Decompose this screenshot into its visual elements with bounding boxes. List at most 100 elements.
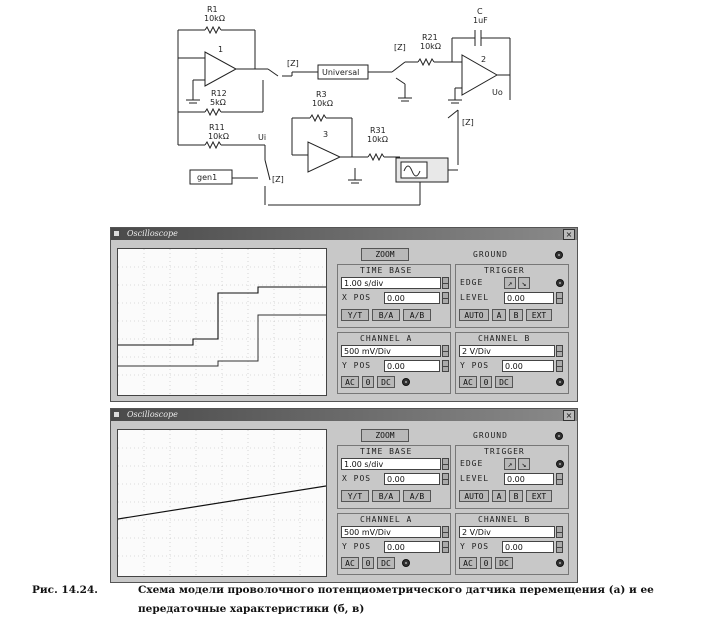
channel-a-scale-field[interactable]: 500 mV/Div <box>341 345 441 357</box>
x-pos-label: X POS <box>342 474 372 483</box>
channel-b-ypos-label: Y POS <box>460 542 490 551</box>
channel-b-scale-spinner[interactable] <box>556 526 563 538</box>
trigger-auto-button[interactable]: AUTO <box>459 309 489 321</box>
channel-a-ypos-field[interactable]: 0.00 <box>384 360 440 372</box>
level-spinner[interactable] <box>556 473 563 485</box>
scope-screen <box>117 429 327 577</box>
close-button[interactable]: × <box>563 229 575 240</box>
channel-a-ypos-spinner[interactable] <box>442 360 449 372</box>
channel-a-ac-button[interactable]: AC <box>341 557 359 569</box>
trigger-b-button[interactable]: B <box>509 490 523 502</box>
channel-b-scale-field[interactable]: 2 V/Div <box>459 526 555 538</box>
time-base-label: TIME BASE <box>360 447 413 456</box>
channel-b-ac-button[interactable]: AC <box>459 376 477 388</box>
label-r3-value: 10kΩ <box>312 99 333 108</box>
time-base-spinner[interactable] <box>442 458 449 470</box>
zoom-button[interactable]: ZOOM <box>361 248 409 261</box>
channel-a-zero-button[interactable]: 0 <box>362 557 374 569</box>
mode-yt-button[interactable]: Y/T <box>341 490 369 502</box>
mode-ab-button[interactable]: A/B <box>403 490 431 502</box>
channel-b-ypos-field[interactable]: 0.00 <box>502 541 554 553</box>
trigger-terminal-icon[interactable] <box>556 460 564 468</box>
ground-terminal-icon[interactable] <box>555 251 563 259</box>
time-base-field[interactable]: 1.00 s/div <box>341 458 441 470</box>
mode-ba-button[interactable]: B/A <box>372 309 400 321</box>
channel-a-ac-button[interactable]: AC <box>341 376 359 388</box>
channel-a-scale-spinner[interactable] <box>442 345 449 357</box>
channel-a-terminal-icon[interactable] <box>402 559 410 567</box>
channel-a-ypos-label: Y POS <box>342 361 372 370</box>
x-pos-field[interactable]: 0.00 <box>384 473 440 485</box>
trigger-label: TRIGGER <box>484 266 525 275</box>
trace-channel-a <box>117 485 327 520</box>
channel-a-group: CHANNEL A 500 mV/Div Y POS 0.00 AC 0 DC <box>337 513 451 575</box>
channel-b-ypos-spinner[interactable] <box>556 541 563 553</box>
channel-a-terminal-icon[interactable] <box>402 378 410 386</box>
trigger-ext-button[interactable]: EXT <box>526 490 552 502</box>
channel-b-ypos-spinner[interactable] <box>556 360 563 372</box>
channel-b-zero-button[interactable]: 0 <box>480 557 492 569</box>
channel-b-dc-button[interactable]: DC <box>495 557 513 569</box>
channel-a-ypos-field[interactable]: 0.00 <box>384 541 440 553</box>
label-r12-value: 5kΩ <box>210 98 226 107</box>
edge-rising-button[interactable]: ↗ <box>504 277 516 289</box>
channel-a-label: CHANNEL A <box>360 334 413 343</box>
close-button[interactable]: × <box>563 410 575 421</box>
trigger-terminal-icon[interactable] <box>556 279 564 287</box>
channel-b-scale-field[interactable]: 2 V/Div <box>459 345 555 357</box>
channel-a-dc-button[interactable]: DC <box>377 376 395 388</box>
edge-rising-button[interactable]: ↗ <box>504 458 516 470</box>
trigger-a-button[interactable]: A <box>492 309 506 321</box>
system-menu-icon[interactable] <box>114 231 119 236</box>
label-switch-z-2: [Z] <box>272 175 284 184</box>
time-base-spinner[interactable] <box>442 277 449 289</box>
level-spinner[interactable] <box>556 292 563 304</box>
control-panel: ZOOM GROUND TIME BASE 1.00 s/div X POS 0… <box>333 244 573 399</box>
resistor-r11 <box>204 140 222 150</box>
x-pos-spinner[interactable] <box>442 473 449 485</box>
channel-a-group: CHANNEL A 500 mV/Div Y POS 0.00 AC 0 DC <box>337 332 451 394</box>
scope-screen <box>117 248 327 396</box>
edge-falling-button[interactable]: ↘ <box>518 277 530 289</box>
label-r12: R12 <box>211 89 227 98</box>
zoom-button[interactable]: ZOOM <box>361 429 409 442</box>
resistor-r31 <box>367 152 385 162</box>
level-field[interactable]: 0.00 <box>504 473 554 485</box>
edge-falling-button[interactable]: ↘ <box>518 458 530 470</box>
time-base-field[interactable]: 1.00 s/div <box>341 277 441 289</box>
channel-a-dc-button[interactable]: DC <box>377 557 395 569</box>
x-pos-spinner[interactable] <box>442 292 449 304</box>
label-c-value: 1uF <box>473 16 488 25</box>
mode-ab-button[interactable]: A/B <box>403 309 431 321</box>
mode-yt-button[interactable]: Y/T <box>341 309 369 321</box>
label-opamp-2: 2 <box>481 55 486 64</box>
channel-a-ypos-spinner[interactable] <box>442 541 449 553</box>
label-r21-value: 10kΩ <box>420 42 441 51</box>
channel-a-scale-field[interactable]: 500 mV/Div <box>341 526 441 538</box>
channel-a-zero-button[interactable]: 0 <box>362 376 374 388</box>
trigger-auto-button[interactable]: AUTO <box>459 490 489 502</box>
channel-b-terminal-icon[interactable] <box>556 559 564 567</box>
label-uo: Uo <box>492 88 503 97</box>
channel-b-ypos-label: Y POS <box>460 361 490 370</box>
trigger-a-button[interactable]: A <box>492 490 506 502</box>
channel-b-ypos-field[interactable]: 0.00 <box>502 360 554 372</box>
ground-terminal-icon[interactable] <box>555 432 563 440</box>
system-menu-icon[interactable] <box>114 412 119 417</box>
level-field[interactable]: 0.00 <box>504 292 554 304</box>
channel-b-ac-button[interactable]: AC <box>459 557 477 569</box>
caption-line-1: Схема модели проволочного потенциометрич… <box>138 584 654 596</box>
x-pos-field[interactable]: 0.00 <box>384 292 440 304</box>
mode-ba-button[interactable]: B/A <box>372 490 400 502</box>
trigger-b-button[interactable]: B <box>509 309 523 321</box>
trigger-ext-button[interactable]: EXT <box>526 309 552 321</box>
scope-trace-area <box>117 430 327 576</box>
channel-b-scale-spinner[interactable] <box>556 345 563 357</box>
caption-line-2: передаточные характеристики (б, в) <box>138 603 365 615</box>
ground-label: GROUND <box>473 431 508 440</box>
channel-a-scale-spinner[interactable] <box>442 526 449 538</box>
channel-b-dc-button[interactable]: DC <box>495 376 513 388</box>
channel-b-terminal-icon[interactable] <box>556 378 564 386</box>
channel-b-zero-button[interactable]: 0 <box>480 376 492 388</box>
channel-b-group: CHANNEL B 2 V/Div Y POS 0.00 AC 0 DC <box>455 332 569 394</box>
